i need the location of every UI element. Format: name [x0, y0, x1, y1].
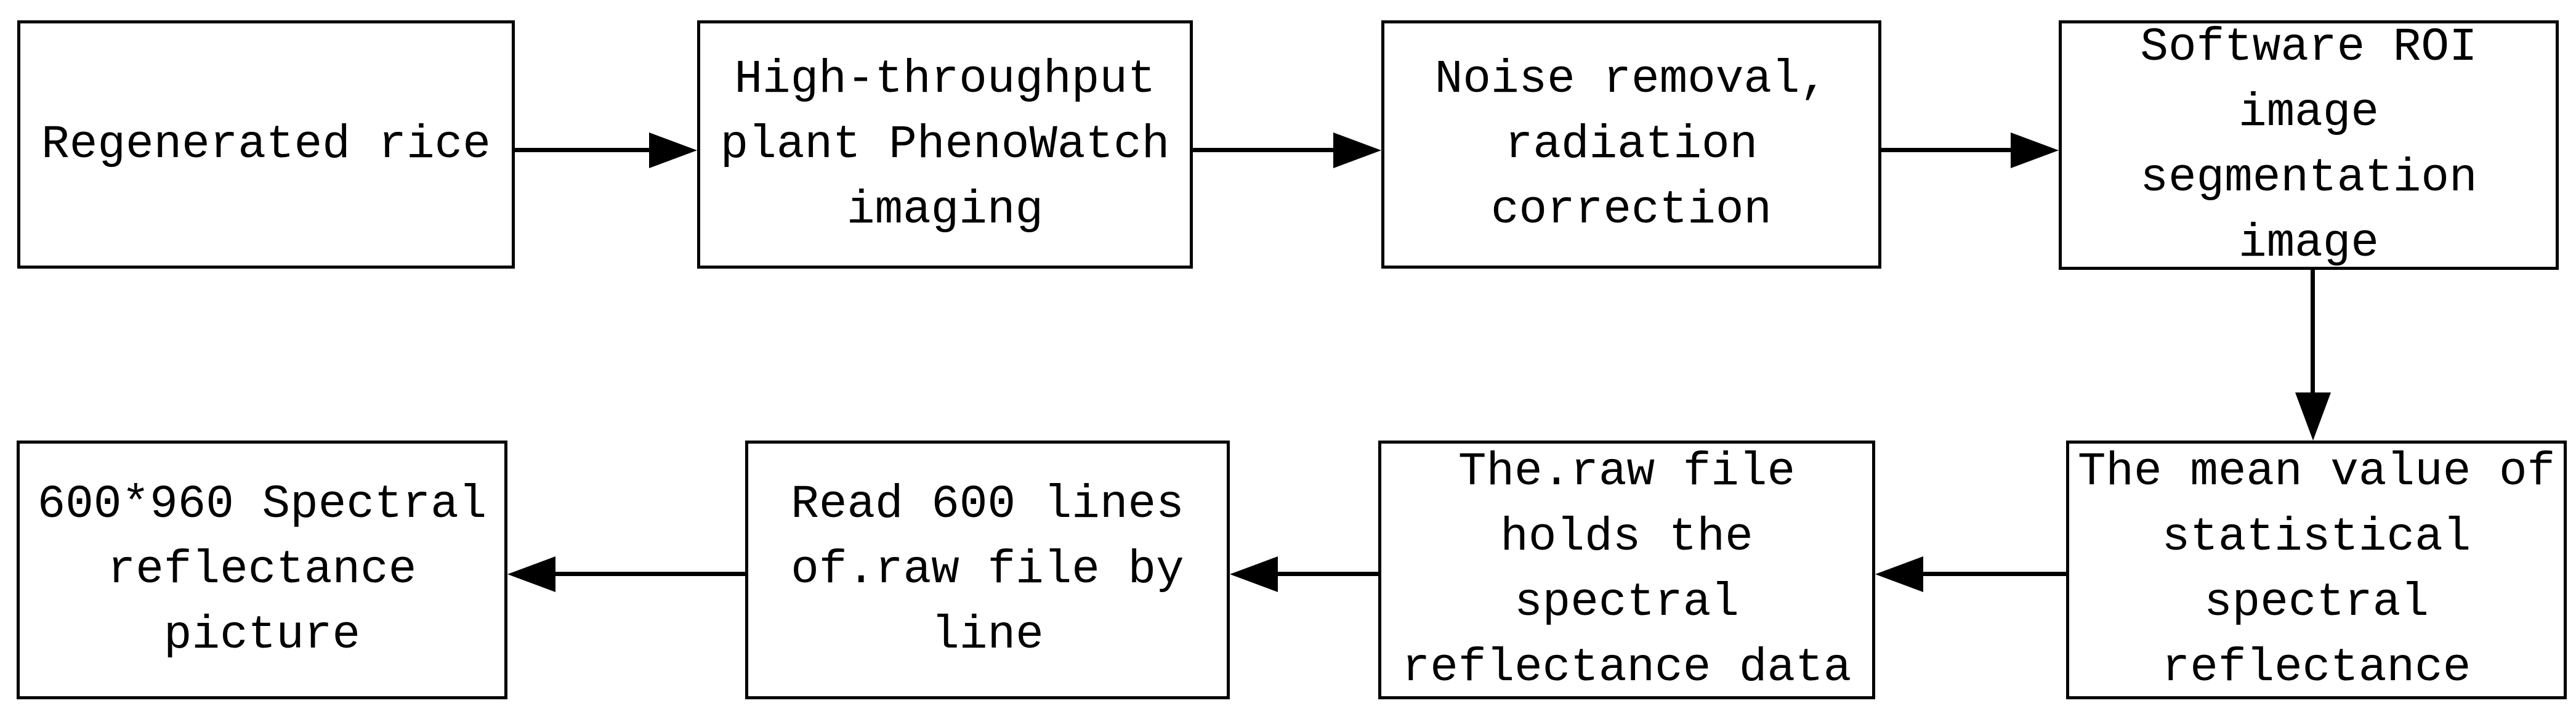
arrow-down-icon — [2295, 392, 2331, 441]
flow-box-noise-removal: Noise removal, radiation correction — [1381, 20, 1881, 269]
flow-box-roi-segmentation: Software ROI image segmentation image — [2059, 20, 2559, 270]
flow-box-read-lines: Read 600 lines of.raw file by line — [745, 441, 1230, 699]
flow-box-raw-file-data-label: The.raw file holds the spectral reflecta… — [1402, 445, 1852, 694]
arrow-line — [2311, 269, 2315, 392]
flow-box-regenerated-rice-label: Regenerated rice — [41, 118, 491, 171]
arrow-line — [1881, 148, 2011, 152]
flow-box-read-lines-label: Read 600 lines of.raw file by line — [791, 478, 1184, 662]
arrow-right-icon — [1333, 132, 1381, 168]
flow-box-phenowatch-imaging-label: High-throughput plant PhenoWatch imaging — [720, 52, 1170, 237]
flow-box-noise-removal-label: Noise removal, radiation correction — [1434, 52, 1828, 237]
arrow-line — [1193, 148, 1333, 152]
flow-box-roi-segmentation-label: Software ROI image segmentation image — [2140, 20, 2477, 270]
flow-box-regenerated-rice: Regenerated rice — [17, 20, 515, 269]
flow-box-mean-reflectance: The mean value of statistical spectral r… — [2066, 441, 2567, 699]
arrow-line — [1278, 572, 1378, 576]
flow-box-reflectance-picture-label: 600*960 Spectral reflectance picture — [37, 478, 487, 662]
flow-box-raw-file-data: The.raw file holds the spectral reflecta… — [1378, 441, 1875, 699]
arrow-left-icon — [1230, 556, 1278, 592]
arrow-right-icon — [649, 132, 697, 168]
flow-box-phenowatch-imaging: High-throughput plant PhenoWatch imaging — [697, 20, 1193, 269]
arrow-line — [1923, 572, 2066, 576]
arrow-right-icon — [2011, 132, 2059, 168]
flow-box-mean-reflectance-label: The mean value of statistical spectral r… — [2077, 445, 2556, 694]
arrow-left-icon — [1875, 556, 1923, 592]
arrow-line — [515, 148, 649, 152]
arrow-left-icon — [507, 556, 555, 592]
arrow-line — [555, 572, 745, 576]
flow-box-reflectance-picture: 600*960 Spectral reflectance picture — [17, 441, 507, 699]
